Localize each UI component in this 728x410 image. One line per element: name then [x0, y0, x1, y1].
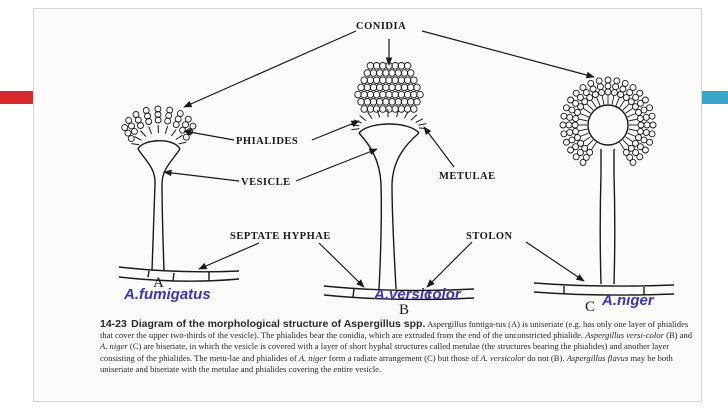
- accent-bar-left: [0, 91, 34, 104]
- label-phialides: PHIALIDES: [236, 136, 298, 147]
- caption-text-11: may be both uniseriate and biseriate wit…: [100, 352, 673, 374]
- letter-b: B: [399, 302, 409, 314]
- caption-text-8: A. versicolor: [480, 352, 525, 363]
- label-vesicle: VESICLE: [241, 177, 291, 188]
- caption-text-3: (B) and: [666, 330, 693, 341]
- label-conidia: CONIDIA: [356, 21, 406, 32]
- caption-number: 14-23: [100, 318, 127, 330]
- caption-text-1: Aspergillus fumiga-tus (A) is uniseriate…: [100, 319, 689, 341]
- letter-c: C: [585, 299, 595, 314]
- species-label-versicolor: A.versicolor: [373, 286, 462, 303]
- species-label-niger: A.niger: [601, 292, 655, 309]
- conidiophore-a: [121, 105, 197, 272]
- caption-text-6: A. niger: [298, 352, 327, 363]
- accent-bar-right: [700, 91, 728, 104]
- letter-a: A: [153, 275, 164, 291]
- textbook-figure: CONIDIA PHIALIDES VESICLE METULAE SEPTAT…: [33, 8, 702, 402]
- caption-text-7: form a radiate arrangement (C) but those…: [328, 352, 481, 363]
- caption-text-2: Aspergillus versi-color: [585, 330, 664, 341]
- conidiophore-c: [559, 76, 657, 285]
- label-stolon: STOLON: [466, 231, 513, 242]
- figure-caption: 14-23 Diagram of the morphological struc…: [100, 318, 700, 375]
- caption-text-4: A. niger: [100, 341, 128, 352]
- label-septate-hyphae: SEPTATE HYPHAE: [230, 231, 331, 242]
- caption-text-10: Aspergillus flavus: [566, 352, 629, 363]
- caption-heading: Diagram of the morphological structure o…: [131, 318, 426, 330]
- caption-text-9: do not (B).: [527, 352, 567, 363]
- species-label-fumigatus: A.fumigatus: [123, 286, 211, 303]
- caption-text-5: (C) are biseriate, in which the vesicle …: [100, 341, 670, 363]
- conidiophore-b: [351, 62, 427, 290]
- label-metulae: METULAE: [439, 171, 496, 182]
- aspergillus-diagram: CONIDIA PHIALIDES VESICLE METULAE SEPTAT…: [118, 21, 675, 314]
